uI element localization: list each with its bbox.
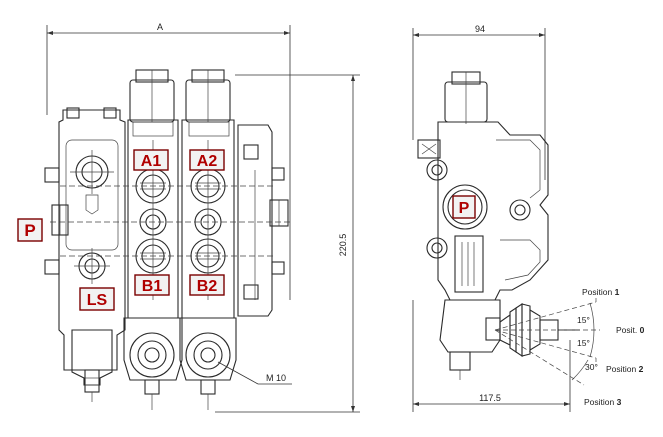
position-2-label: Position 2 — [606, 364, 644, 374]
angle-wide: 30° — [585, 362, 598, 372]
thread-callout: M 10 — [217, 361, 292, 385]
side-view: 94 117.5 — [412, 24, 645, 412]
dim-bottom-label: 117.5 — [479, 393, 501, 403]
dim-width-a: A — [46, 22, 291, 300]
angle-lower: 15° — [577, 338, 590, 348]
front-view: A 220.5 — [17, 22, 360, 413]
spool-section-2 — [179, 69, 237, 410]
lever-positions: 15° 15° 30° — [494, 298, 600, 386]
port-label-b1: B1 — [134, 274, 170, 296]
dim-height-label: 220.5 — [338, 234, 348, 257]
position-1-label: Position 1 — [582, 287, 620, 297]
svg-text:LS: LS — [87, 292, 108, 309]
inlet-section — [44, 107, 126, 402]
port-label-a2: A2 — [189, 149, 225, 171]
svg-text:A2: A2 — [197, 153, 218, 170]
port-label-ls: LS — [79, 287, 115, 311]
dim-width-label: A — [157, 22, 163, 32]
port-label-a1: A1 — [133, 149, 169, 171]
position-3-label: Position 3 — [584, 397, 622, 407]
svg-text:P: P — [459, 200, 470, 217]
side-port-label-p: P — [452, 195, 476, 219]
dim-height: 220.5 — [215, 74, 360, 413]
position-0-label: Posit. 0 — [616, 325, 645, 335]
svg-text:B1: B1 — [142, 278, 163, 295]
port-label-b2: B2 — [189, 274, 225, 296]
spool-section-1 — [123, 69, 183, 410]
dim-bottom: 117.5 — [412, 300, 571, 412]
svg-text:B2: B2 — [197, 278, 218, 295]
svg-text:P: P — [24, 221, 35, 240]
dim-top: 94 — [412, 24, 546, 180]
outlet-section — [237, 124, 289, 317]
svg-text:A1: A1 — [141, 153, 162, 170]
thread-label: M 10 — [266, 373, 286, 383]
dim-top-label: 94 — [475, 24, 485, 34]
port-label-p: P — [17, 218, 43, 242]
angle-upper: 15° — [577, 315, 590, 325]
